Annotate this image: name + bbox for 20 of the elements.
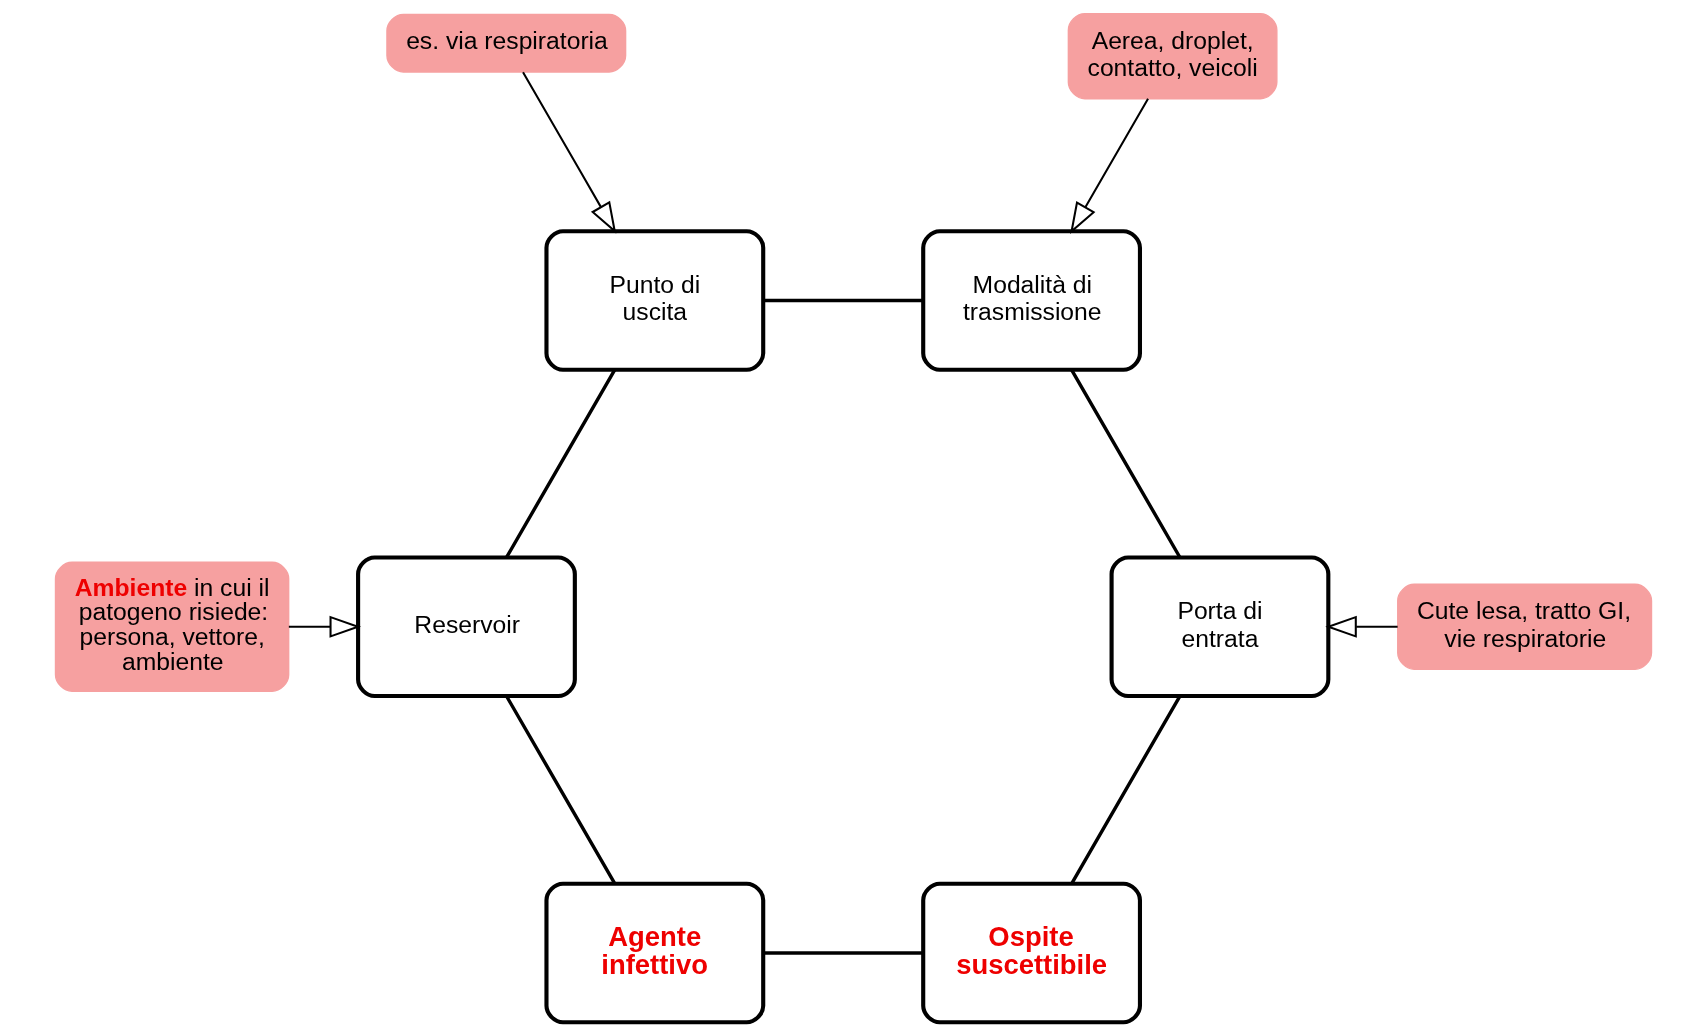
node-box: Porta di entrata bbox=[1109, 555, 1330, 699]
node-box: es. via respiratoria bbox=[385, 13, 626, 73]
node-box: Agente infettivo bbox=[543, 881, 765, 1025]
connector bbox=[1069, 369, 1181, 559]
connector bbox=[762, 298, 923, 303]
arrow bbox=[288, 615, 361, 638]
node-box: Cute lesa, tratto GI, vie respiratorie bbox=[1396, 583, 1652, 670]
node-box: Reservoir bbox=[355, 555, 577, 699]
node-box: Modalità di trasmissione bbox=[920, 229, 1142, 372]
arrow bbox=[1324, 615, 1398, 638]
connector bbox=[504, 369, 616, 558]
arrow bbox=[521, 71, 616, 234]
node-box: Aerea, droplet, contatto, veicoli bbox=[1067, 13, 1278, 100]
node-box: Ambiente in cui il patogeno risiede: persona, vettore, ambiente bbox=[54, 561, 289, 692]
connector bbox=[1069, 695, 1181, 885]
connector bbox=[504, 695, 616, 885]
arrow bbox=[1069, 98, 1149, 234]
node-box: Punto di uscita bbox=[543, 229, 765, 372]
node-box: Ospite suscettibile bbox=[920, 881, 1142, 1025]
connector bbox=[763, 951, 923, 955]
